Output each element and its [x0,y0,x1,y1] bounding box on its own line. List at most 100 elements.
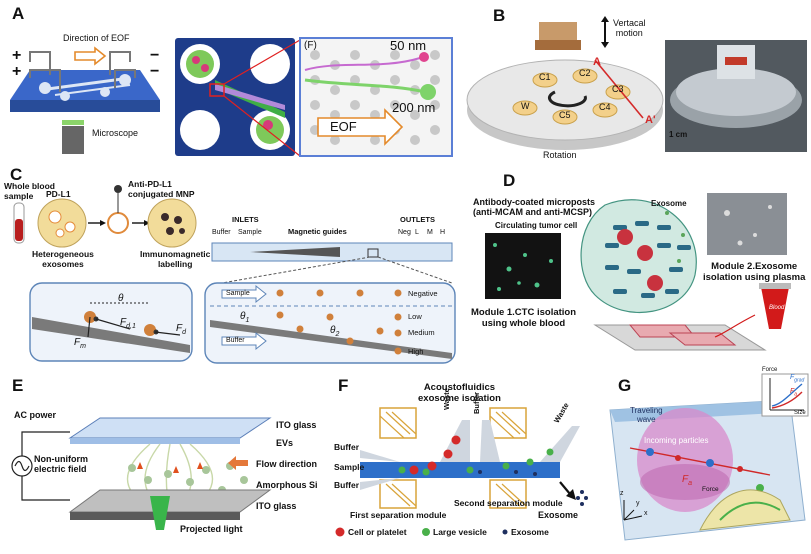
module1-label: Module 1.CTC isolation using whole blood [471,307,577,329]
immuno-label: Immunomagnetic labelling [140,249,211,269]
axis-y-label: y [636,500,640,507]
panel-g: G Traveling wave Incoming particles Forc… [590,367,811,554]
theta2-symbol: θ [330,325,336,336]
fd1-label: Fd,1 [120,317,136,330]
hetero-label: Heterogeneous exosomes [32,249,94,269]
inset-force-label: Force [762,367,778,373]
size-50nm-label: 50 nm [390,38,427,53]
chamber-c1: C1 [539,72,551,82]
ito-top-label: ITO glass [276,420,317,430]
panel-c-letter: C [10,165,23,184]
nonuniform-label: Non-uniform electric field [34,454,88,474]
panel-c: C [0,165,456,365]
panel-g-graphic [609,373,809,541]
theta2-label: θ2 [330,325,339,338]
panel-b-graphic [466,16,807,152]
eof-direction-label: Direction of EOF [63,33,130,43]
pillar-grid [310,50,440,145]
inset-tag: (F) [304,40,317,51]
blood-label: Blood [769,305,785,311]
second-module-label: Second separation module [454,498,563,508]
waste-1-label: Waste [442,388,451,410]
section-a-label: A [593,56,601,68]
fm-label: Fm [74,337,86,350]
fd-label: Fd [176,323,186,336]
incoming-particles-label: Incoming particles [644,436,709,445]
chamber-c5: C5 [559,110,571,120]
amorphous-label: Amorphous Si [256,480,318,490]
scale-bar-label: 1 cm [669,130,688,139]
plus-sign-2: + [12,63,22,80]
level-high-label: High [408,347,424,356]
traveling-wave-label: Traveling wave [630,406,663,424]
inset-fa-label: Fa [790,388,797,397]
inset-size-label: Size [794,410,806,416]
fd-sub: d [182,329,187,336]
chamber-w: W [521,101,530,111]
outlet-l-label: L [415,229,419,236]
theta-label: θ [118,293,124,304]
chip-front [10,100,160,112]
vertical-motion-label: Vertacal motion [613,18,646,38]
panel-d-graphic [485,193,791,351]
chamber-c3: C3 [612,84,624,94]
exosome-out-label: Exosome [538,510,579,520]
minus-sign-1: − [150,47,160,64]
fd1-symbol: F [120,317,127,328]
antibody-label: Antibody-coated microposts (anti-MCAM an… [473,197,596,217]
zoom-sample-label: Sample [226,290,250,297]
ctc-label: Circulating tumor cell [495,221,578,230]
fm-symbol: F [74,337,81,348]
fd1-sub: d,1 [126,323,136,330]
plus-sign-1: + [12,47,22,64]
microscope-label: Microscope [92,128,139,138]
fa-symbol: F [682,474,689,485]
microposts [605,221,691,298]
theta1-label: θ1 [240,311,249,324]
inset-fgrad-label: Fgrad [790,374,804,383]
magnetic-guides-label: Magnetic guides [288,227,347,236]
inset-fa-symbol: F [790,388,795,395]
inset-fa-sub: a [794,391,798,398]
buffer-vertical-label: Buffer [472,391,481,414]
panel-d: D Antibody-coated microposts [465,165,811,365]
legend-exosome-label: Exosome [511,527,549,537]
panel-f-letter: F [338,376,349,395]
evs-label: EVs [276,438,294,448]
ito-bottom-label: ITO glass [256,501,297,511]
outlet-m-label: M [427,229,433,236]
fa-label: Fa [682,474,692,487]
section-a-prime-label: A' [645,114,656,126]
theta2-sub: 2 [335,331,340,338]
panel-b-letter: B [493,6,506,25]
size-200nm-label: 200 nm [392,100,436,115]
inlet-sample-label: Sample [238,229,262,236]
eof-arrow-label: EOF [330,119,357,134]
buffer-in-1-label: Buffer [334,442,360,452]
acoustofluidics-title: Acoustofluidics exosome isolation [418,382,501,404]
panel-b: B Vertacal motion C1 C2 C3 C4 C5 W A A' … [455,0,811,165]
panel-c-graphic [13,185,456,364]
chamber-c4: C4 [599,102,611,112]
panel-e-graphic [11,417,272,530]
outlets-label: OUTLETS [400,215,435,224]
inset-fgrad-sub: grad [794,377,805,384]
level-medium-label: Medium [408,328,435,337]
flow-direction-label: Flow direction [256,459,318,469]
magnetic-particles [276,289,402,355]
force-label: Force [702,486,719,493]
chamber-c2: C2 [579,68,591,78]
projected-light-label: Projected light [180,524,243,534]
mnp-label: Anti-PD-L1 conjugated MNP [128,179,195,199]
zoom-buffer-label: Buffer [226,337,245,344]
panel-a-graphic [10,37,453,157]
panel-a-letter: A [12,4,25,23]
axis-x-label: x [644,510,648,517]
panel-e-letter: E [12,376,24,395]
fm-sub: m [80,343,86,350]
panel-e: E AC power ITO glass EVs Non-un [0,370,330,554]
panel-g-letter: G [618,376,632,395]
panel-f: F [330,370,590,554]
axis-z-label: z [620,490,624,497]
inset-fgrad-symbol: F [790,374,795,381]
